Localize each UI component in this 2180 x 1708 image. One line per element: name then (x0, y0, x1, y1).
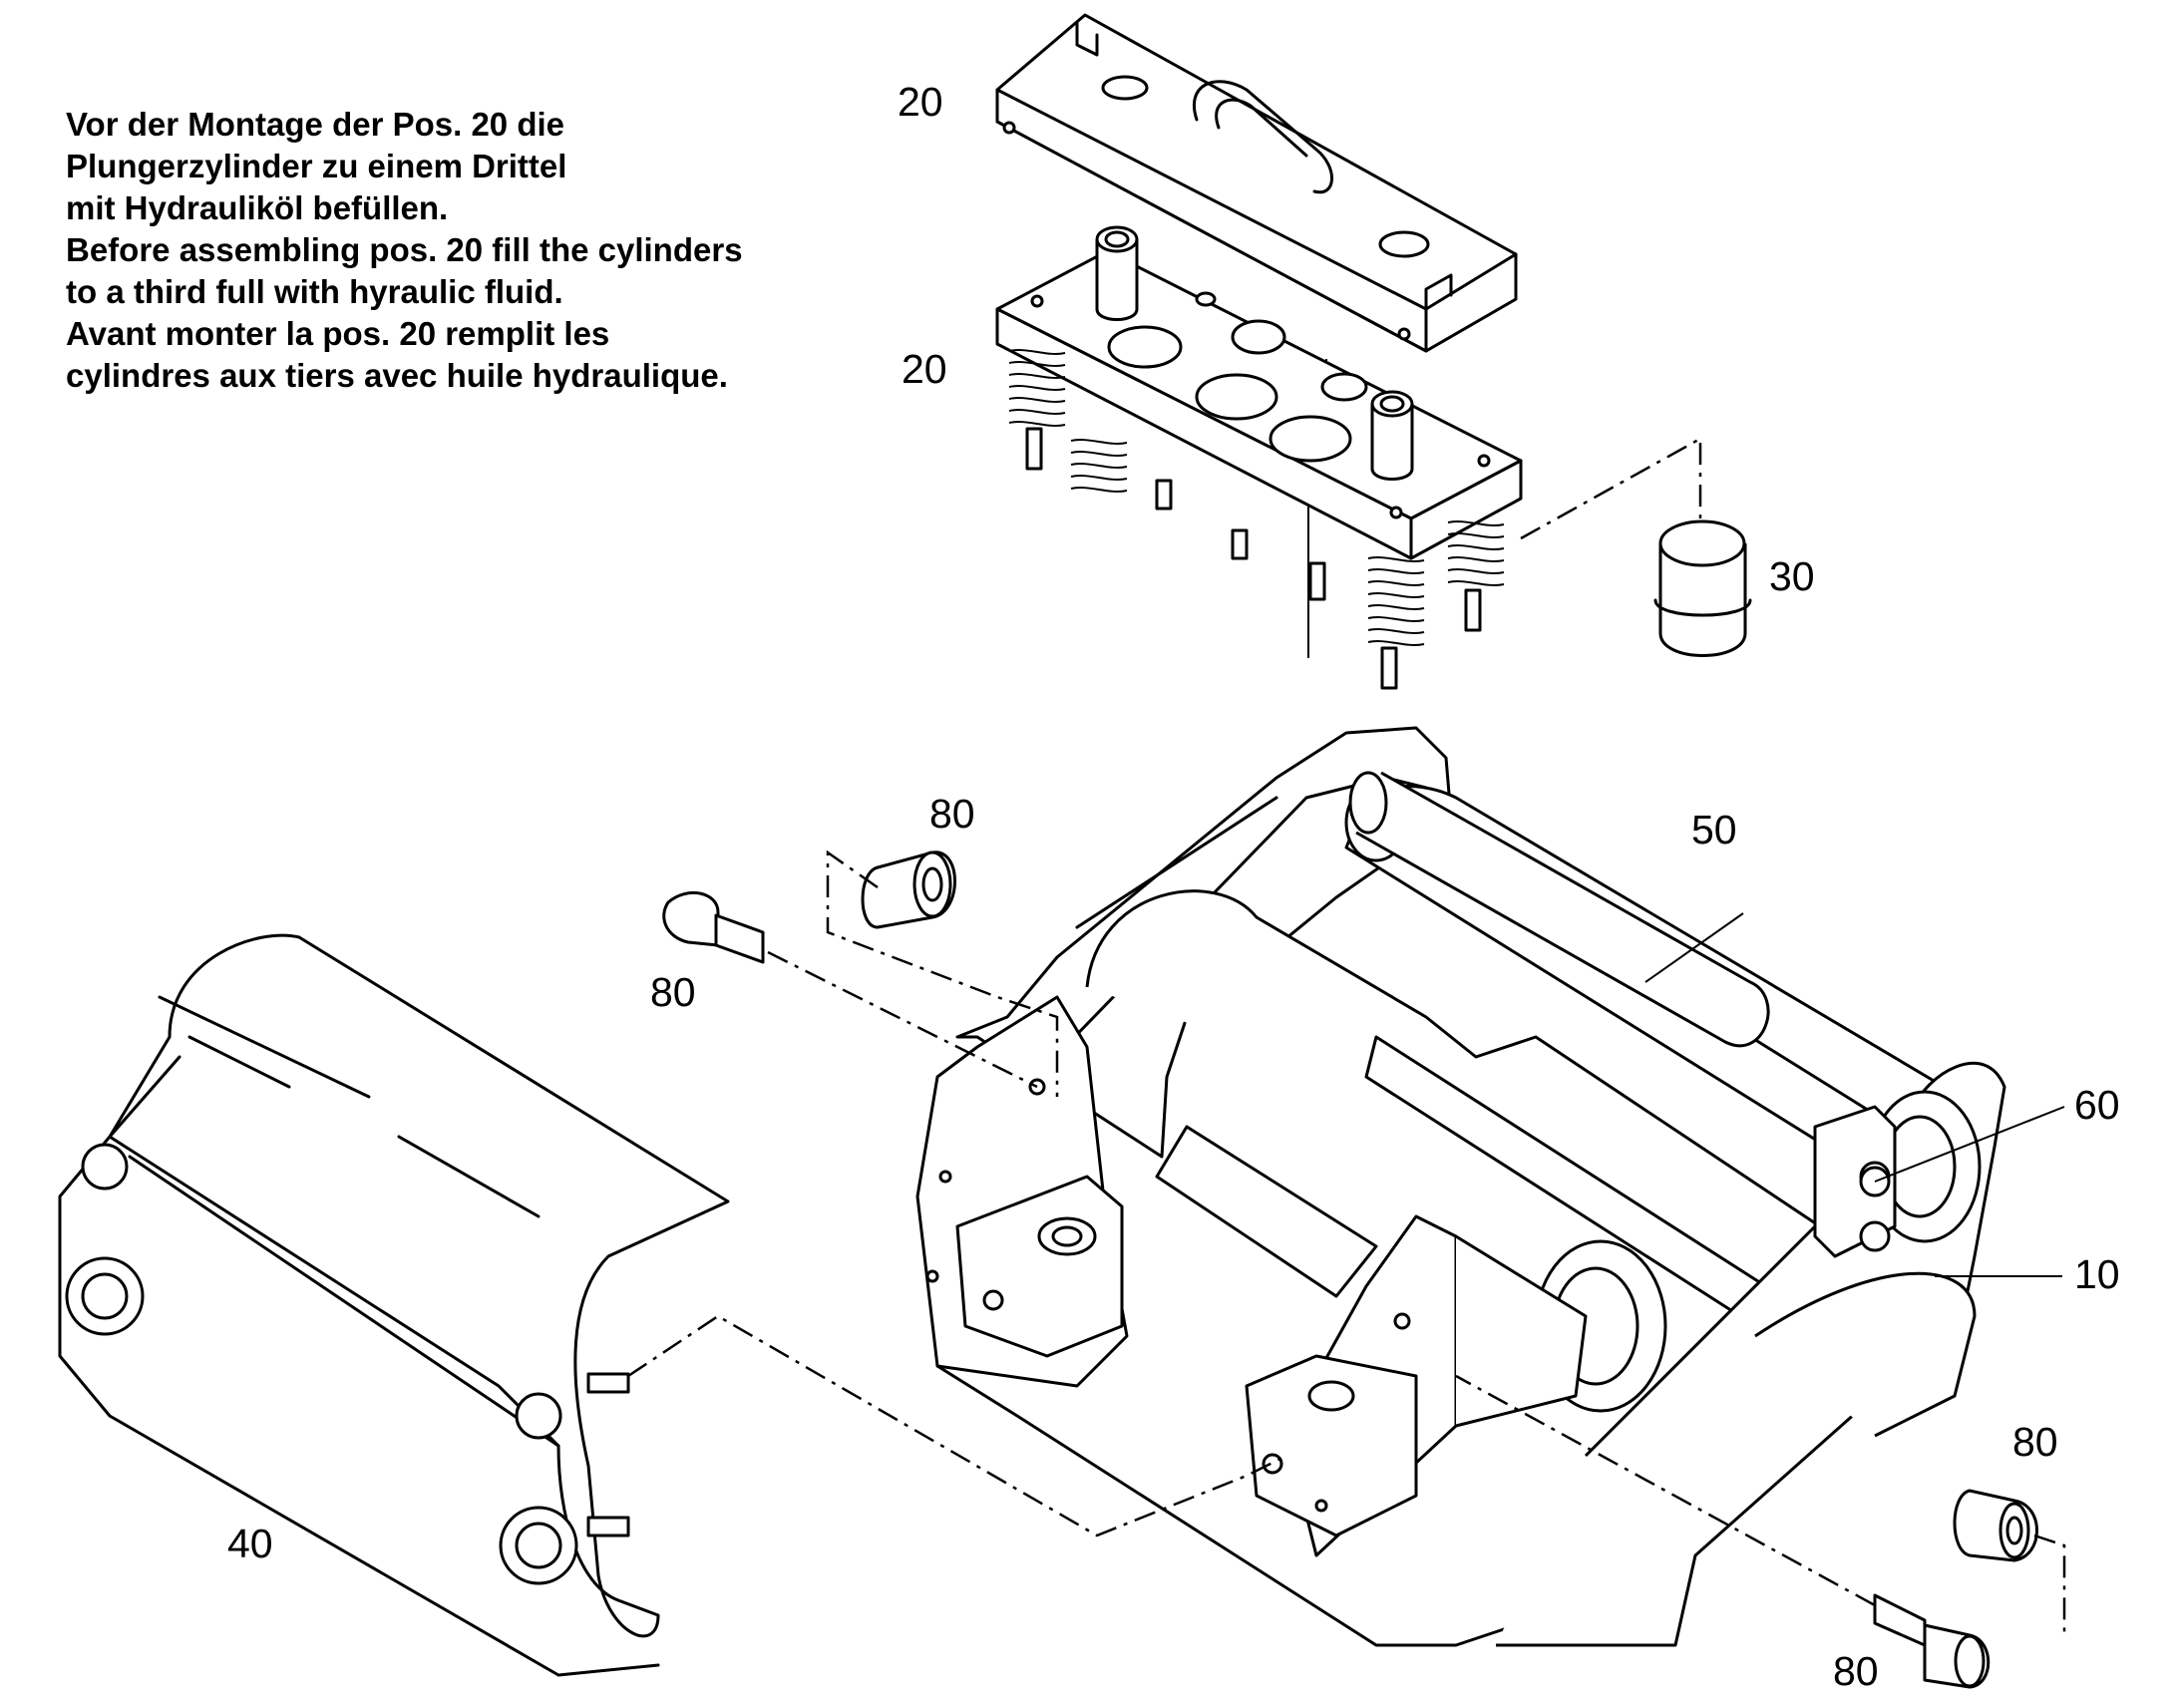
callout-80-bushing-right: 80 (2012, 1419, 2058, 1465)
note-line: Plungerzylinder zu einem Drittel (66, 148, 567, 184)
note-line: to a third full with hyraulic fluid. (66, 273, 563, 310)
callout-20-cover: 20 (898, 79, 943, 125)
part-80-bushing-right (1953, 1489, 2066, 1635)
part-10-main-frame (915, 726, 2006, 1647)
callout-40-cover-guard: 40 (227, 1521, 273, 1566)
note-line: Before assembling pos. 20 fill the cylin… (66, 231, 743, 268)
callout-20-plunger-block: 20 (902, 346, 947, 392)
callout-leaders (1644, 912, 2065, 1277)
part-30-cylinder (1520, 436, 1752, 657)
callout-30-cylinder: 30 (1769, 553, 1815, 599)
part-50-cross-pin (1348, 771, 1770, 1048)
assembly-instruction-note: Vor der Montage der Pos. 20 die Plungerz… (66, 104, 884, 397)
part-20-cover-plate (995, 13, 1518, 353)
callout-10-frame: 10 (2074, 1251, 2120, 1297)
part-80-screw-right (1455, 1374, 1991, 1689)
note-line: cylindres aux tiers avec huile hydrauliq… (66, 357, 728, 394)
callout-80-screw-left: 80 (650, 969, 696, 1015)
callout-50-cross-pin: 50 (1691, 807, 1737, 853)
callout-80-bushing-left: 80 (929, 791, 975, 837)
callout-80-screw-right: 80 (1833, 1648, 1879, 1694)
callout-60-retainer: 60 (2074, 1082, 2120, 1128)
note-line: mit Hydrauliköl befüllen. (66, 189, 449, 226)
part-80-screw-left (662, 891, 1038, 1089)
part-20-plunger-block (995, 225, 1523, 690)
part-40-cover-guard (58, 933, 1287, 1677)
note-line: Vor der Montage der Pos. 20 die (66, 106, 565, 143)
note-line: Avant monter la pos. 20 remplit les (66, 315, 610, 352)
part-80-bushing-left (826, 850, 1059, 1097)
